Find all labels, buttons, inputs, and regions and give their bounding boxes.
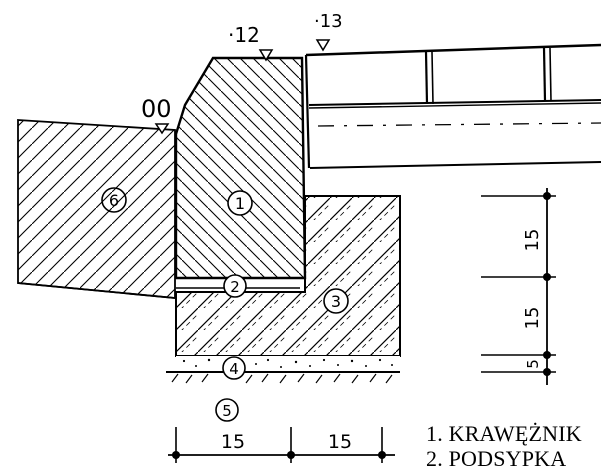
svg-text:3: 3: [331, 292, 341, 311]
pavement: [304, 43, 601, 169]
svg-text:4: 4: [229, 360, 239, 378]
dim-v-3: 5: [524, 359, 542, 369]
legend-item-2: 2. PODSYPKA: [426, 446, 567, 471]
svg-text:1: 1: [235, 194, 245, 213]
sand-dots: [182, 358, 393, 368]
dim-h-1: 15: [221, 431, 245, 453]
part-label-1: 1: [227, 190, 253, 216]
svg-text:·13: ·13: [314, 11, 343, 32]
part-label-3: 3: [323, 288, 349, 314]
horizontal-dimension: 15 15: [168, 427, 395, 463]
svg-text:·12: ·12: [228, 23, 260, 47]
part-label-6: 6: [101, 187, 127, 213]
sand-layer: [176, 356, 400, 372]
part-label-5: 5: [215, 398, 239, 422]
part-label-4: 4: [222, 356, 246, 380]
vertical-dimension: 15 15 5: [481, 188, 556, 385]
dim-v-1: 15: [522, 229, 543, 252]
legend-item-1: 1. KRAWĘŻNIK: [426, 421, 582, 446]
svg-text:5: 5: [222, 402, 232, 420]
ground-hatch: [171, 373, 393, 384]
soil-backfill: [17, 119, 176, 299]
level-marker-00: 00: [141, 95, 172, 135]
level-marker-13: ·13: [314, 11, 343, 52]
svg-text:2: 2: [230, 278, 240, 296]
dim-v-2: 15: [522, 307, 543, 330]
part-label-2: 2: [223, 274, 247, 298]
svg-text:6: 6: [109, 191, 119, 210]
dim-h-2: 15: [328, 431, 352, 453]
svg-text:00: 00: [141, 95, 172, 123]
level-marker-12: ·12: [228, 23, 274, 62]
